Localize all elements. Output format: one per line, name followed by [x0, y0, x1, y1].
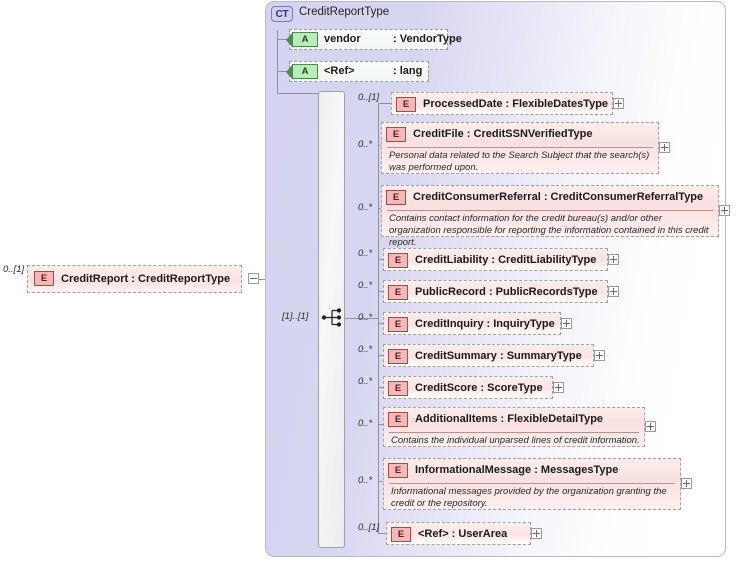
element-separator [389, 483, 675, 484]
element-badge-icon: E [388, 463, 408, 478]
cardinality-credit-summary: 0..* [358, 344, 373, 355]
branch-line-9 [378, 424, 383, 425]
cardinality-additional-items: 0..* [358, 418, 373, 429]
element-separator [387, 210, 713, 211]
plus-icon[interactable] [561, 318, 572, 329]
plus-icon[interactable] [719, 205, 730, 216]
element-user-area[interactable]: E <Ref> : UserArea [386, 522, 531, 545]
connector-sequence-out [345, 318, 379, 319]
element-badge-icon: E [391, 527, 411, 542]
attribute-vendor-type: : VendorType [393, 33, 462, 45]
plus-icon[interactable] [681, 478, 692, 489]
cardinality-credit-file: 0..* [358, 139, 373, 150]
element-processed-date[interactable]: E ProcessedDate : FlexibleDatesType [391, 92, 613, 115]
cardinality-credit-score: 0..* [358, 376, 373, 387]
root-cardinality: 0..[1] [3, 264, 25, 275]
element-credit-summary[interactable]: E CreditSummary : SummaryType [383, 344, 594, 367]
cardinality-user-area: 0..[1] [358, 522, 380, 533]
branch-line-10 [378, 481, 383, 482]
branch-line-11 [378, 533, 391, 534]
element-additional-items-label: AdditionalItems : FlexibleDetailType [415, 413, 604, 425]
plus-icon[interactable] [659, 142, 670, 153]
element-credit-score[interactable]: E CreditScore : ScoreType [383, 376, 553, 399]
element-processed-date-label: ProcessedDate : FlexibleDatesType [423, 98, 609, 110]
attr-tree-branch-1 [277, 39, 289, 40]
element-credit-inquiry-label: CreditInquiry : InquiryType [415, 318, 555, 330]
cardinality-public-record: 0..* [358, 280, 373, 291]
sequence-cardinality: [1]..[1] [282, 311, 309, 322]
sequence-icon[interactable] [322, 308, 344, 327]
element-badge-icon: E [388, 381, 408, 396]
attr-tree-branch-2 [277, 71, 289, 72]
element-public-record[interactable]: E PublicRecord : PublicRecordsType [383, 280, 608, 303]
complex-type-title: CreditReportType [299, 6, 390, 18]
plus-icon[interactable] [608, 254, 619, 265]
attribute-vendor[interactable]: A vendor : VendorType [286, 29, 462, 50]
element-credit-consumer-referral-label: CreditConsumerReferral : CreditConsumerR… [413, 191, 704, 203]
cardinality-processed-date: 0..[1] [358, 92, 380, 103]
element-credit-consumer-referral[interactable]: E CreditConsumerReferral : CreditConsume… [381, 185, 719, 248]
element-badge-icon: E [388, 285, 408, 300]
attribute-badge-icon: A [286, 64, 318, 80]
cardinality-credit-liability: 0..* [358, 248, 373, 259]
attribute-vendor-name: vendor [324, 33, 361, 45]
complex-type-badge-icon: CT [271, 6, 293, 22]
element-credit-file-doc: Personal data related to the Search Subj… [389, 150, 650, 173]
attr-tree-branch-seq [277, 93, 319, 94]
element-informational-message-doc: Informational messages provided by the o… [391, 486, 667, 509]
element-informational-message[interactable]: E InformationalMessage : MessagesType In… [383, 458, 681, 510]
plus-icon[interactable] [531, 528, 542, 539]
attribute-lang-name: <Ref> [324, 65, 355, 77]
element-credit-inquiry[interactable]: E CreditInquiry : InquiryType [383, 312, 561, 335]
element-badge-icon: E [386, 190, 406, 205]
element-informational-message-label: InformationalMessage : MessagesType [415, 464, 619, 476]
element-badge-icon: E [388, 412, 408, 427]
element-credit-liability-label: CreditLiability : CreditLiabilityType [415, 254, 597, 266]
element-credit-summary-label: CreditSummary : SummaryType [415, 350, 582, 362]
element-additional-items[interactable]: E AdditionalItems : FlexibleDetailType C… [383, 407, 645, 447]
root-element-label: CreditReport : CreditReportType [61, 273, 231, 285]
element-separator [389, 432, 639, 433]
attr-tree-trunk [277, 30, 278, 93]
plus-icon[interactable] [613, 98, 624, 109]
attribute-lang[interactable]: A <Ref> : lang [286, 61, 429, 82]
plus-icon[interactable] [553, 382, 564, 393]
element-separator [387, 147, 653, 148]
attribute-lang-type: : lang [393, 65, 423, 77]
branch-line-1 [378, 103, 391, 104]
element-public-record-label: PublicRecord : PublicRecordsType [415, 286, 598, 298]
element-badge-icon: E [388, 349, 408, 364]
cardinality-credit-consumer-referral: 0..* [358, 202, 373, 213]
minus-icon[interactable] [248, 273, 259, 284]
plus-icon[interactable] [608, 286, 619, 297]
element-credit-score-label: CreditScore : ScoreType [415, 382, 543, 394]
plus-icon[interactable] [645, 421, 656, 432]
cardinality-informational-message: 0..* [358, 475, 373, 486]
element-badge-icon: E [388, 253, 408, 268]
element-badge-icon: E [396, 97, 416, 112]
root-element-credit-report[interactable]: E CreditReport : CreditReportType [27, 265, 242, 293]
element-credit-file-label: CreditFile : CreditSSNVerifiedType [413, 128, 593, 140]
element-badge-icon: E [388, 317, 408, 332]
element-credit-file[interactable]: E CreditFile : CreditSSNVerifiedType Per… [381, 122, 659, 174]
element-badge-icon: E [386, 127, 406, 142]
branch-line-2 [378, 145, 381, 146]
element-user-area-label: <Ref> : UserArea [418, 528, 508, 540]
element-badge-icon: E [34, 271, 54, 286]
attribute-badge-icon: A [286, 32, 318, 48]
element-additional-items-doc: Contains the individual unparsed lines o… [391, 435, 640, 446]
plus-icon[interactable] [594, 350, 605, 361]
cardinality-credit-inquiry: 0..* [358, 312, 373, 323]
branch-line-3 [378, 208, 381, 209]
element-credit-consumer-referral-doc: Contains contact information for the cre… [389, 213, 709, 248]
element-credit-liability[interactable]: E CreditLiability : CreditLiabilityType [383, 248, 608, 271]
